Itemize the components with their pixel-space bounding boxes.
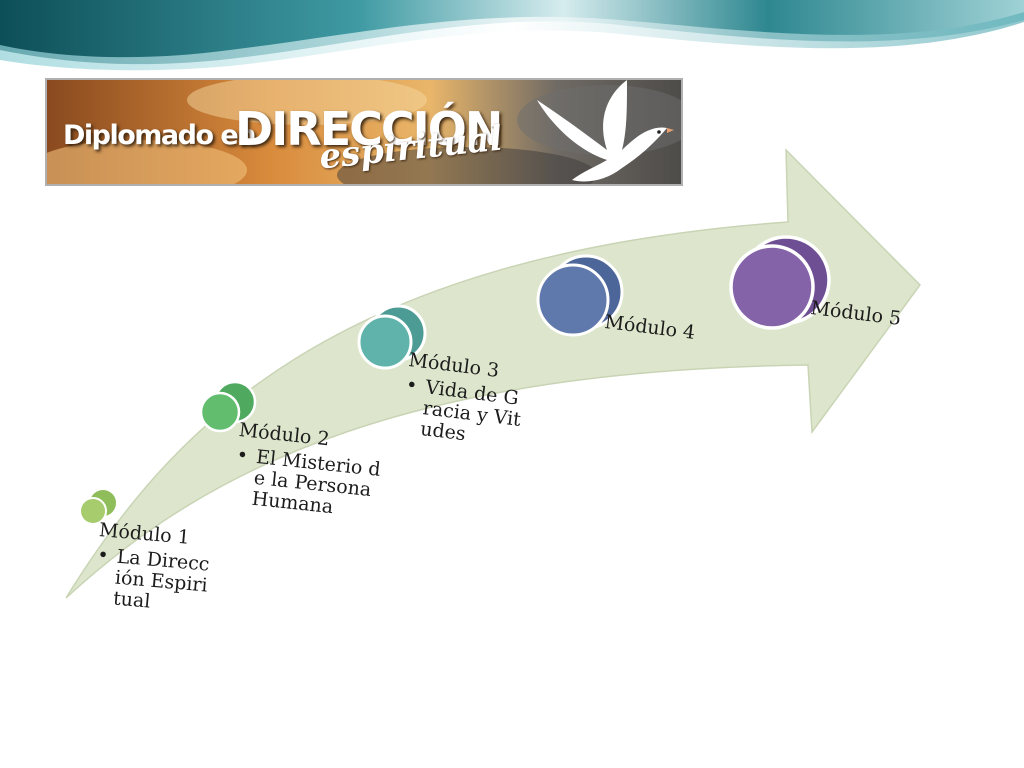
module-3-label: Módulo 3 • Vida de Gracia y Vitudes xyxy=(399,349,529,452)
module-1-circles xyxy=(79,488,118,525)
module-2-label: Módulo 2 • El Misterio de la Persona Hum… xyxy=(231,419,389,523)
module-2-bullet-text: El Misterio de la Persona Humana xyxy=(250,445,382,519)
module-5-circles xyxy=(729,235,831,330)
module-1-label: Módulo 1 • La Dirección Espiritual xyxy=(92,519,214,618)
top-wave-decoration xyxy=(0,0,1024,65)
module-2-circles xyxy=(199,380,257,433)
banner-background xyxy=(47,80,681,184)
module-1-bullet-text: La Dirección Espiritual xyxy=(112,545,211,613)
top-wave-highlight xyxy=(0,12,1024,71)
banner-word-direccion: DIRECCIÓN xyxy=(235,102,503,156)
banner-word-diplomado: Diplomado en xyxy=(63,120,256,151)
module-4-circles xyxy=(536,254,624,337)
title-banner: Diplomado en DIRECCIÓN espiritual xyxy=(45,78,683,186)
progress-arrow xyxy=(65,148,921,599)
module-3-bullet-text: Vida de Gracia y Vitudes xyxy=(419,376,523,446)
module-1-bullet: • La Dirección Espiritual xyxy=(92,544,212,618)
dove-icon xyxy=(537,80,674,182)
module-3-circles xyxy=(357,304,427,370)
